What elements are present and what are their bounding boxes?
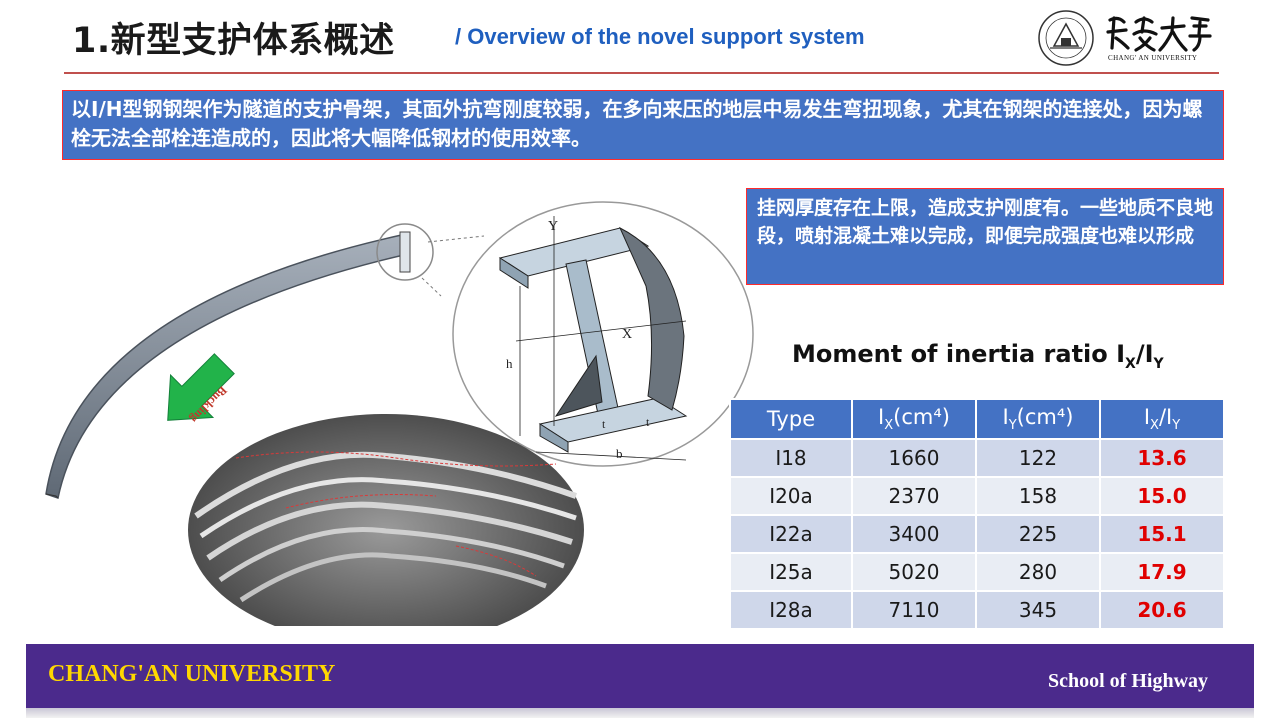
steel-arch bbox=[45, 231, 411, 499]
table-title: Moment of inertia ratio IX/IY bbox=[792, 340, 1164, 372]
thickness-label-2: t bbox=[646, 415, 650, 429]
cell-type: I20a bbox=[729, 476, 853, 516]
cell-ratio: 20.6 bbox=[1099, 590, 1225, 630]
footer-bar bbox=[26, 644, 1254, 708]
header-ratio-sub-x: X bbox=[1150, 418, 1159, 434]
cell-iy: 345 bbox=[975, 590, 1101, 630]
table-title-slash: /I bbox=[1135, 340, 1154, 368]
header-ratio-slash: /I bbox=[1158, 404, 1173, 429]
university-logo: CHANG' AN UNIVERSITY bbox=[1036, 8, 1216, 66]
header-ratio-sub-y: Y bbox=[1172, 418, 1181, 434]
tunnel-photo bbox=[188, 414, 584, 626]
header-iy-main: I bbox=[1002, 404, 1009, 429]
cell-type: I18 bbox=[729, 438, 853, 478]
header-ratio: IX/IY bbox=[1099, 398, 1225, 440]
title-divider bbox=[64, 72, 1219, 74]
buckling-illustration: Y X h t t b Buckling bbox=[45, 201, 754, 626]
axis-x-label: X bbox=[622, 327, 632, 342]
section-detail: Y X h t t b bbox=[452, 201, 754, 467]
header-ix-sub: X bbox=[884, 418, 894, 434]
page-title: 1.新型支护体系概述 bbox=[72, 21, 395, 61]
cell-iy: 122 bbox=[975, 438, 1101, 478]
cell-ratio: 15.1 bbox=[1099, 514, 1225, 554]
buckling-arrow-icon: Buckling bbox=[167, 353, 235, 426]
cell-type: I25a bbox=[729, 552, 853, 592]
cell-iy: 225 bbox=[975, 514, 1101, 554]
thickness-label-1: t bbox=[602, 417, 606, 431]
table-title-sub-y: Y bbox=[1153, 355, 1164, 372]
page-subtitle: / Overview of the novel support system bbox=[455, 24, 865, 49]
table-row: I20a 2370 158 15.0 bbox=[729, 476, 1225, 516]
university-seal-icon bbox=[1038, 10, 1094, 66]
mesh-thickness-callout: 挂网厚度存在上限，造成支护刚度有。一些地质不良地段，喷射混凝土难以完成，即便完成… bbox=[746, 188, 1224, 285]
width-label: b bbox=[616, 446, 623, 461]
table-header-row: Type IX(cm⁴) IY(cm⁴) IX/IY bbox=[729, 398, 1225, 440]
cell-ix: 5020 bbox=[851, 552, 977, 592]
cell-ix: 7110 bbox=[851, 590, 977, 630]
cell-iy: 280 bbox=[975, 552, 1101, 592]
header-ix-main: I bbox=[878, 404, 885, 429]
steel-frame-callout: 以I/H型钢钢架作为隧道的支护骨架，其面外抗弯刚度较弱，在多向来压的地层中易发生… bbox=[62, 90, 1224, 160]
cell-iy: 158 bbox=[975, 476, 1101, 516]
inertia-table: Type IX(cm⁴) IY(cm⁴) IX/IY I18 1660 122 … bbox=[729, 398, 1225, 630]
cell-ix: 3400 bbox=[851, 514, 977, 554]
cell-ix: 2370 bbox=[851, 476, 977, 516]
height-label: h bbox=[506, 356, 513, 371]
header-type-text: Type bbox=[766, 407, 816, 431]
table-row: I25a 5020 280 17.9 bbox=[729, 552, 1225, 592]
table-title-sub-x: X bbox=[1125, 355, 1136, 372]
header-iy-sub: Y bbox=[1008, 418, 1017, 434]
header-ix: IX(cm⁴) bbox=[851, 398, 977, 440]
table-row: I22a 3400 225 15.1 bbox=[729, 514, 1225, 554]
header-ratio-main: I bbox=[1143, 404, 1151, 429]
footer-strip bbox=[26, 708, 1254, 718]
header-type: Type bbox=[729, 398, 853, 440]
cell-ix: 1660 bbox=[851, 438, 977, 478]
table-title-text: Moment of inertia ratio I bbox=[792, 340, 1126, 368]
university-name-en: CHANG' AN UNIVERSITY bbox=[1108, 54, 1198, 62]
university-calligraphy-icon bbox=[1106, 16, 1212, 52]
cell-ratio: 17.9 bbox=[1099, 552, 1225, 592]
axis-y-label: Y bbox=[548, 219, 558, 234]
table-row: I18 1660 122 13.6 bbox=[729, 438, 1225, 478]
header-iy: IY(cm⁴) bbox=[975, 398, 1101, 440]
cell-ratio: 15.0 bbox=[1099, 476, 1225, 516]
footer-university: CHANG'AN UNIVERSITY bbox=[48, 661, 336, 687]
footer-school: School of Highway bbox=[1048, 670, 1209, 692]
cell-type: I22a bbox=[729, 514, 853, 554]
cell-ratio: 13.6 bbox=[1099, 438, 1225, 478]
cell-type: I28a bbox=[729, 590, 853, 630]
zoom-marker bbox=[376, 223, 434, 281]
header-iy-unit: (cm⁴) bbox=[1016, 404, 1074, 429]
table-row: I28a 7110 345 20.6 bbox=[729, 590, 1225, 630]
header-ix-unit: (cm⁴) bbox=[893, 404, 950, 429]
